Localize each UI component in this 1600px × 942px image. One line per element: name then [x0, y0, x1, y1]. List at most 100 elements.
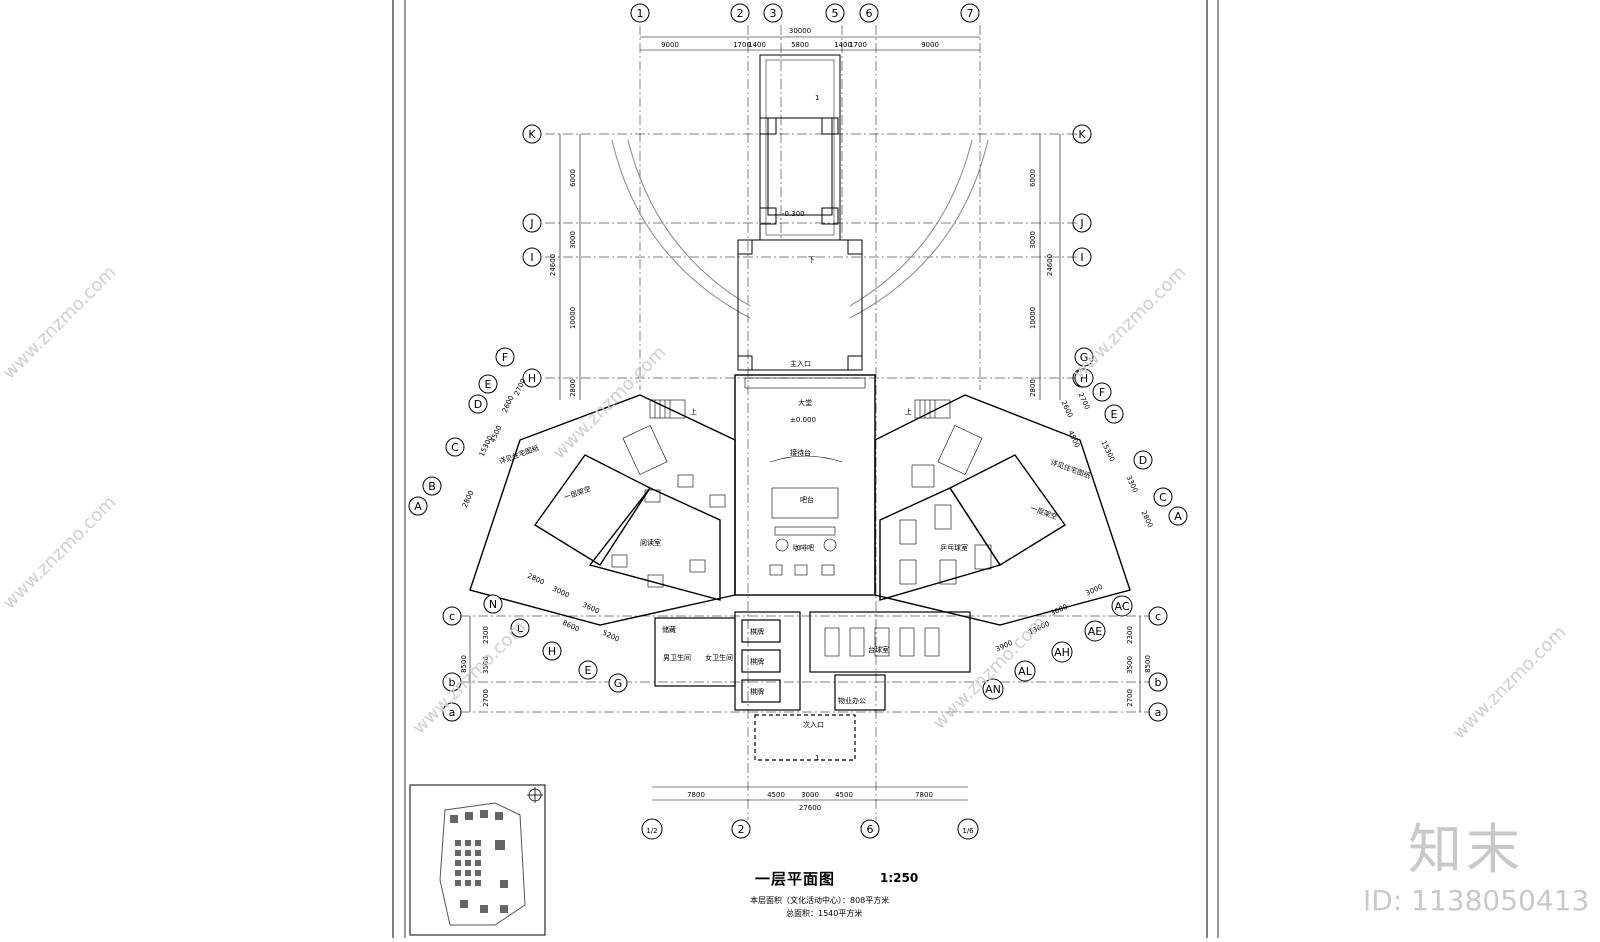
dim-right-seg-1: 6000 [1029, 169, 1037, 187]
left-wing-dim-8: 8600 [561, 619, 581, 634]
svg-text:N: N [489, 598, 497, 611]
svg-text:E: E [1111, 408, 1118, 421]
office-label: 物业办公 [838, 696, 866, 705]
svg-text:B: B [428, 480, 436, 493]
right-wing-dim-7: 3600 [1049, 603, 1069, 618]
dim-lower-left-3: 2700 [482, 689, 490, 707]
dim-right-seg-4: 2800 [1029, 379, 1037, 397]
watermark-site-1: www.znzmo.com [0, 262, 120, 384]
drawing-scale: 1:250 [880, 871, 919, 885]
left-wing-axis-2: D [468, 394, 488, 414]
left-wing-dim-5: 2800 [526, 572, 546, 587]
brand-logo: 知末 [1408, 818, 1524, 881]
svg-text:AH: AH [1054, 646, 1070, 659]
right-wing-dim-2: 4500 [1066, 429, 1081, 449]
svg-text:AC: AC [1114, 600, 1129, 613]
floor-area-note: 本层面积（文化活动中心）：808平方米 [750, 896, 890, 905]
left-wing-axis-6: N [483, 594, 503, 614]
storage-label: 储藏 [662, 625, 676, 634]
left-wing-axis-7: L [510, 618, 530, 638]
dim-bottom-total: 27600 [799, 804, 821, 812]
billiards-label: 台球室 [868, 645, 889, 654]
svg-text:J: J [529, 217, 533, 230]
cafe-furniture [769, 455, 843, 576]
curved-ramps [611, 139, 989, 319]
svg-text:c: c [449, 610, 455, 623]
svg-text:A: A [414, 500, 422, 513]
watermark-site-3: www.znzmo.com [1069, 262, 1191, 384]
svg-text:G: G [1080, 351, 1089, 364]
left-wing-dim-6: 3000 [551, 585, 571, 600]
grid-axis-bottom-3: 1/6 [957, 818, 979, 840]
study-furniture [611, 474, 726, 588]
svg-text:H: H [528, 372, 536, 385]
stairs-down-top: 下 [808, 256, 815, 264]
stairs-up-left: 上 [690, 407, 697, 416]
dim-left-seg-1: 6000 [569, 169, 577, 187]
svg-text:AL: AL [1018, 665, 1033, 678]
svg-text:6: 6 [866, 7, 873, 20]
left-display-label: 详见住宅图纸 [498, 443, 541, 466]
dim-top-seg-3: 5800 [791, 41, 809, 49]
svg-text:E: E [485, 378, 492, 391]
svg-text:D: D [1139, 454, 1147, 467]
right-wing-axis-5: C [1153, 487, 1173, 507]
svg-text:C: C [451, 441, 459, 454]
watermark-site-6: www.znzmo.com [1449, 622, 1571, 744]
svg-text:1/2: 1/2 [646, 827, 657, 835]
svg-text:a: a [1155, 706, 1162, 719]
chess-room-3: 棋牌 [750, 687, 764, 696]
axis-lines-vertical [639, 25, 981, 820]
grid-row-right-b5: b [1148, 672, 1168, 692]
left-wing-axis-3: C [445, 437, 465, 457]
watermarks: www.znzmo.com www.znzmo.com www.znzmo.co… [0, 262, 1570, 744]
right-wing-axis-2: F [1092, 382, 1112, 402]
dim-bottom-seg-4: 7800 [915, 791, 933, 799]
svg-text:I: I [1080, 251, 1083, 264]
svg-text:D: D [474, 398, 482, 411]
right-display-label: 详见住宅图纸 [1049, 457, 1092, 480]
svg-text:K: K [1078, 128, 1086, 141]
dim-top-seg-0: 9000 [661, 41, 679, 49]
grid-row-left-J: J [522, 213, 542, 233]
dim-top-seg-6: 9000 [921, 41, 939, 49]
svg-text:5: 5 [832, 7, 839, 20]
left-wing-dim-2: 2600 [501, 394, 516, 414]
svg-text:I: I [530, 251, 533, 264]
right-stairs [911, 399, 983, 488]
right-wing-axis-0: G [1074, 347, 1094, 367]
svg-text:H: H [1080, 372, 1088, 385]
dim-left-seg-4: 2800 [569, 379, 577, 397]
svg-text:K: K [528, 128, 536, 141]
reception-label: 接待台 [790, 448, 811, 457]
svg-text:2: 2 [737, 7, 744, 20]
grid-axis-bottom-1: 2 [731, 819, 751, 839]
right-wing-axis-9: AH [1051, 641, 1073, 663]
grid-axis-top-2: 2 [730, 3, 750, 23]
dim-left-seg-3: 10000 [569, 307, 577, 329]
svg-text:7: 7 [967, 7, 974, 20]
dim-lower-right-3: 2700 [1126, 689, 1134, 707]
dim-bottom-seg-2: 3000 [801, 791, 819, 799]
watermark-site-7: www.znzmo.com [549, 342, 671, 464]
section-mark-top: 1 [815, 94, 819, 102]
grid-row-left-H: H [522, 368, 542, 388]
axis-lines-horizontal [460, 133, 1150, 713]
right-wing-axis-8: AE [1084, 620, 1106, 642]
svg-text:H: H [548, 645, 556, 658]
svg-text:E: E [585, 664, 592, 677]
svg-text:c: c [1155, 610, 1161, 623]
mens-wc-label: 男卫生间 [663, 653, 691, 662]
dim-lower-left-2: 3500 [482, 656, 490, 674]
section-mark-bottom: 1 [815, 754, 819, 762]
dim-bottom-seg-0: 7800 [687, 791, 705, 799]
left-wing-axis-4: B [422, 476, 442, 496]
drawing-title: 一层平面图 [755, 870, 836, 888]
bottom-grid-axes: 1/2 2 6 1/6 [641, 818, 979, 840]
svg-text:2: 2 [738, 823, 745, 836]
dim-right-total: 24600 [1046, 254, 1054, 276]
svg-text:b: b [1155, 676, 1162, 689]
svg-text:6: 6 [867, 823, 874, 836]
